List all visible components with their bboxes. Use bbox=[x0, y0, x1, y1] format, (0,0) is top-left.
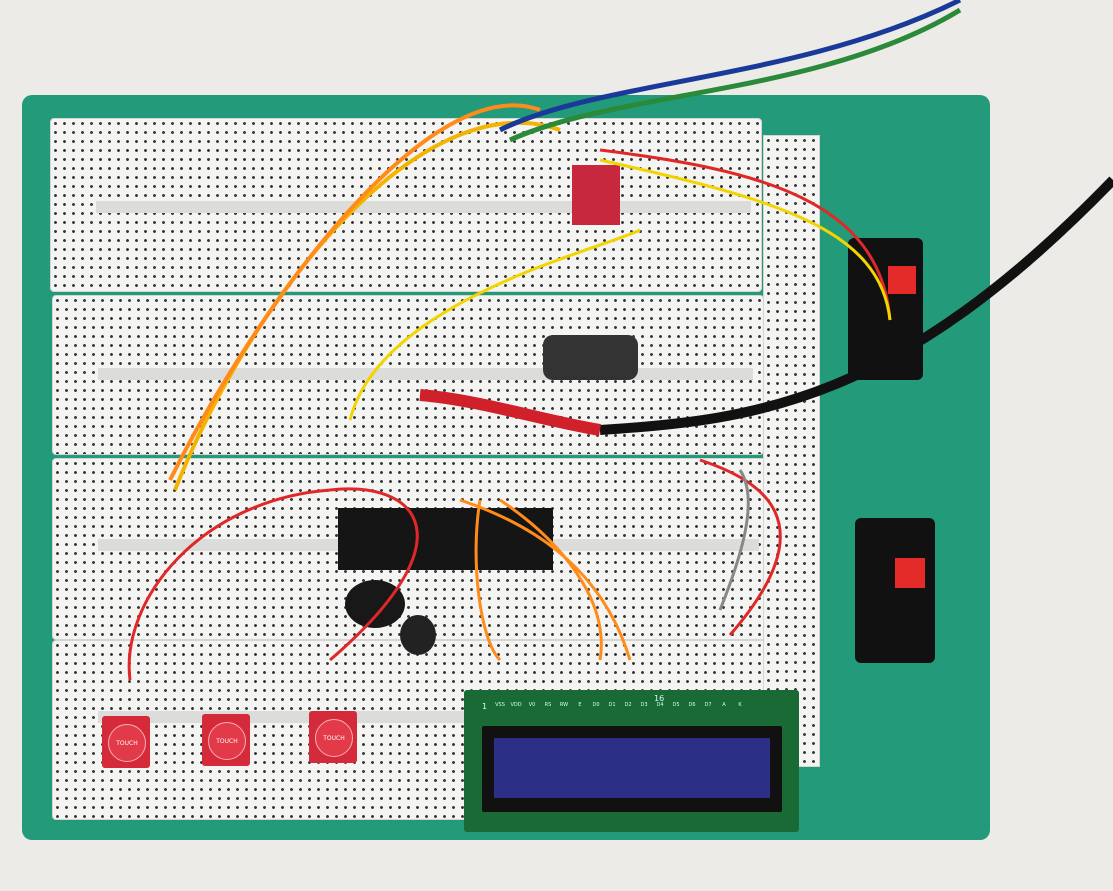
pin-label: D1 bbox=[608, 702, 616, 708]
pin-label: D4 bbox=[656, 702, 664, 708]
power-rail bbox=[763, 135, 820, 767]
pin-label: D5 bbox=[672, 702, 680, 708]
lcd-glass bbox=[494, 738, 770, 798]
pin-label: RS bbox=[544, 702, 552, 708]
sensor-module bbox=[543, 335, 638, 380]
pin-label: VSS bbox=[495, 702, 505, 708]
pin-label: D0 bbox=[592, 702, 600, 708]
touch-sensor-2[interactable]: TOUCH bbox=[202, 714, 250, 766]
pin-label: A bbox=[722, 702, 726, 708]
touch-label: TOUCH bbox=[208, 722, 246, 760]
pin-label: D3 bbox=[640, 702, 648, 708]
capacitor bbox=[400, 615, 436, 655]
microcontroller-chip bbox=[338, 508, 553, 570]
pin-label: RW bbox=[559, 702, 569, 708]
breadboard-3 bbox=[52, 458, 770, 640]
pin-label: D7 bbox=[704, 702, 712, 708]
touch-sensor-1[interactable]: TOUCH bbox=[102, 716, 150, 768]
lcd-pin-16-label: 16 bbox=[654, 694, 665, 703]
pin-label: D2 bbox=[624, 702, 632, 708]
pin-label: E bbox=[578, 702, 582, 708]
pin-label: D6 bbox=[688, 702, 696, 708]
lcd-screen bbox=[482, 726, 782, 812]
lcd-pin-labels: VSS VDD V0 RS RW E D0 D1 D2 D3 D4 D5 D6 D7 A K bbox=[494, 702, 746, 708]
lcd-display-module: 1 16 VSS VDD V0 RS RW E D0 D1 D2 D3 D4 D5 D6 D7 A K bbox=[464, 690, 799, 832]
touch-label: TOUCH bbox=[315, 719, 353, 757]
speaker-terminal-bottom bbox=[855, 518, 935, 663]
pin-label: VDD bbox=[510, 702, 522, 708]
buzzer bbox=[345, 580, 405, 628]
touch-label: TOUCH bbox=[108, 724, 146, 762]
stepper-driver-module bbox=[572, 165, 620, 225]
pin-label: V0 bbox=[528, 702, 536, 708]
touch-sensor-3[interactable]: TOUCH bbox=[309, 711, 357, 763]
lcd-pin-1-label: 1 bbox=[482, 702, 488, 711]
pin-label: K bbox=[738, 702, 742, 708]
